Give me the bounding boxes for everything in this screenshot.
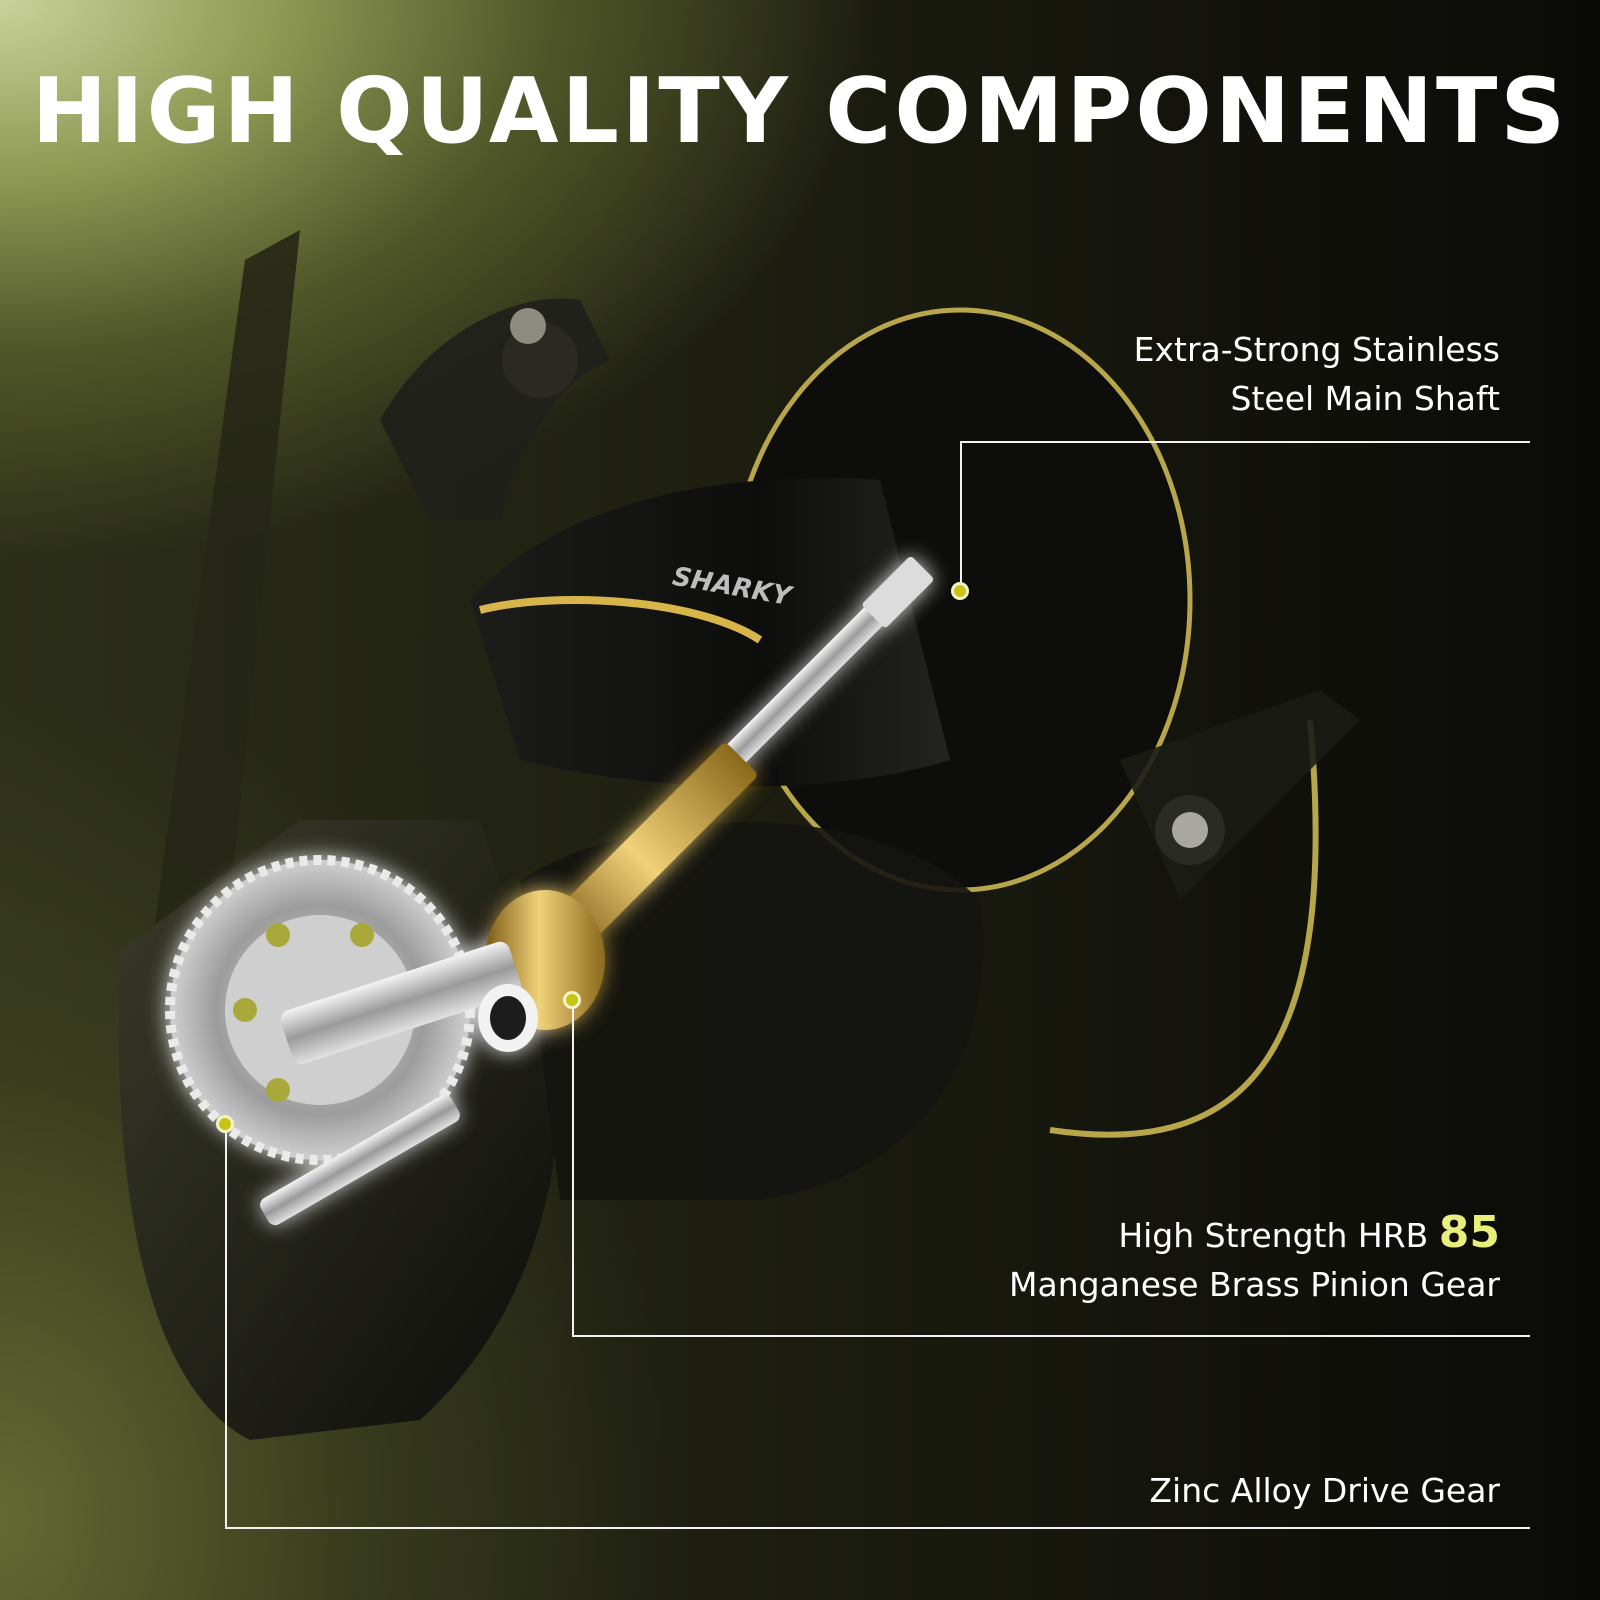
callout-main-shaft-line-1: Extra-Strong Stainless (1133, 330, 1500, 369)
callout-drive-gear-line-1: Zinc Alloy Drive Gear (1149, 1471, 1500, 1510)
marker-dot-drive-gear (216, 1115, 234, 1133)
callout-pinion-gear-line-2: Manganese Brass Pinion Gear (1009, 1265, 1500, 1304)
callout-drive-gear: Zinc Alloy Drive Gear (1149, 1466, 1500, 1515)
connector-line-pinion-v (572, 1000, 574, 1337)
connector-line-main-shaft-h (960, 441, 1530, 443)
connector-line-drive-v (225, 1124, 227, 1529)
callout-pinion-gear-line-1: High Strength HRB 85 (1009, 1208, 1500, 1260)
marker-dot-main-shaft (951, 582, 969, 600)
page-title: HIGH QUALITY COMPONENTS (31, 59, 1569, 164)
connector-line-drive-h (225, 1527, 1530, 1529)
callout-main-shaft: Extra-Strong Stainless Steel Main Shaft (1134, 325, 1500, 423)
hardness-value-highlight: 85 (1438, 1207, 1500, 1258)
callout-pinion-prefix: High Strength HRB (1118, 1216, 1439, 1255)
callout-pinion-gear: High Strength HRB 85 Manganese Brass Pin… (1009, 1208, 1500, 1309)
connector-line-main-shaft-v (960, 441, 962, 591)
marker-dot-pinion-gear (563, 991, 581, 1009)
connector-line-pinion-h (572, 1335, 1530, 1337)
callout-main-shaft-line-2: Steel Main Shaft (1230, 379, 1500, 418)
